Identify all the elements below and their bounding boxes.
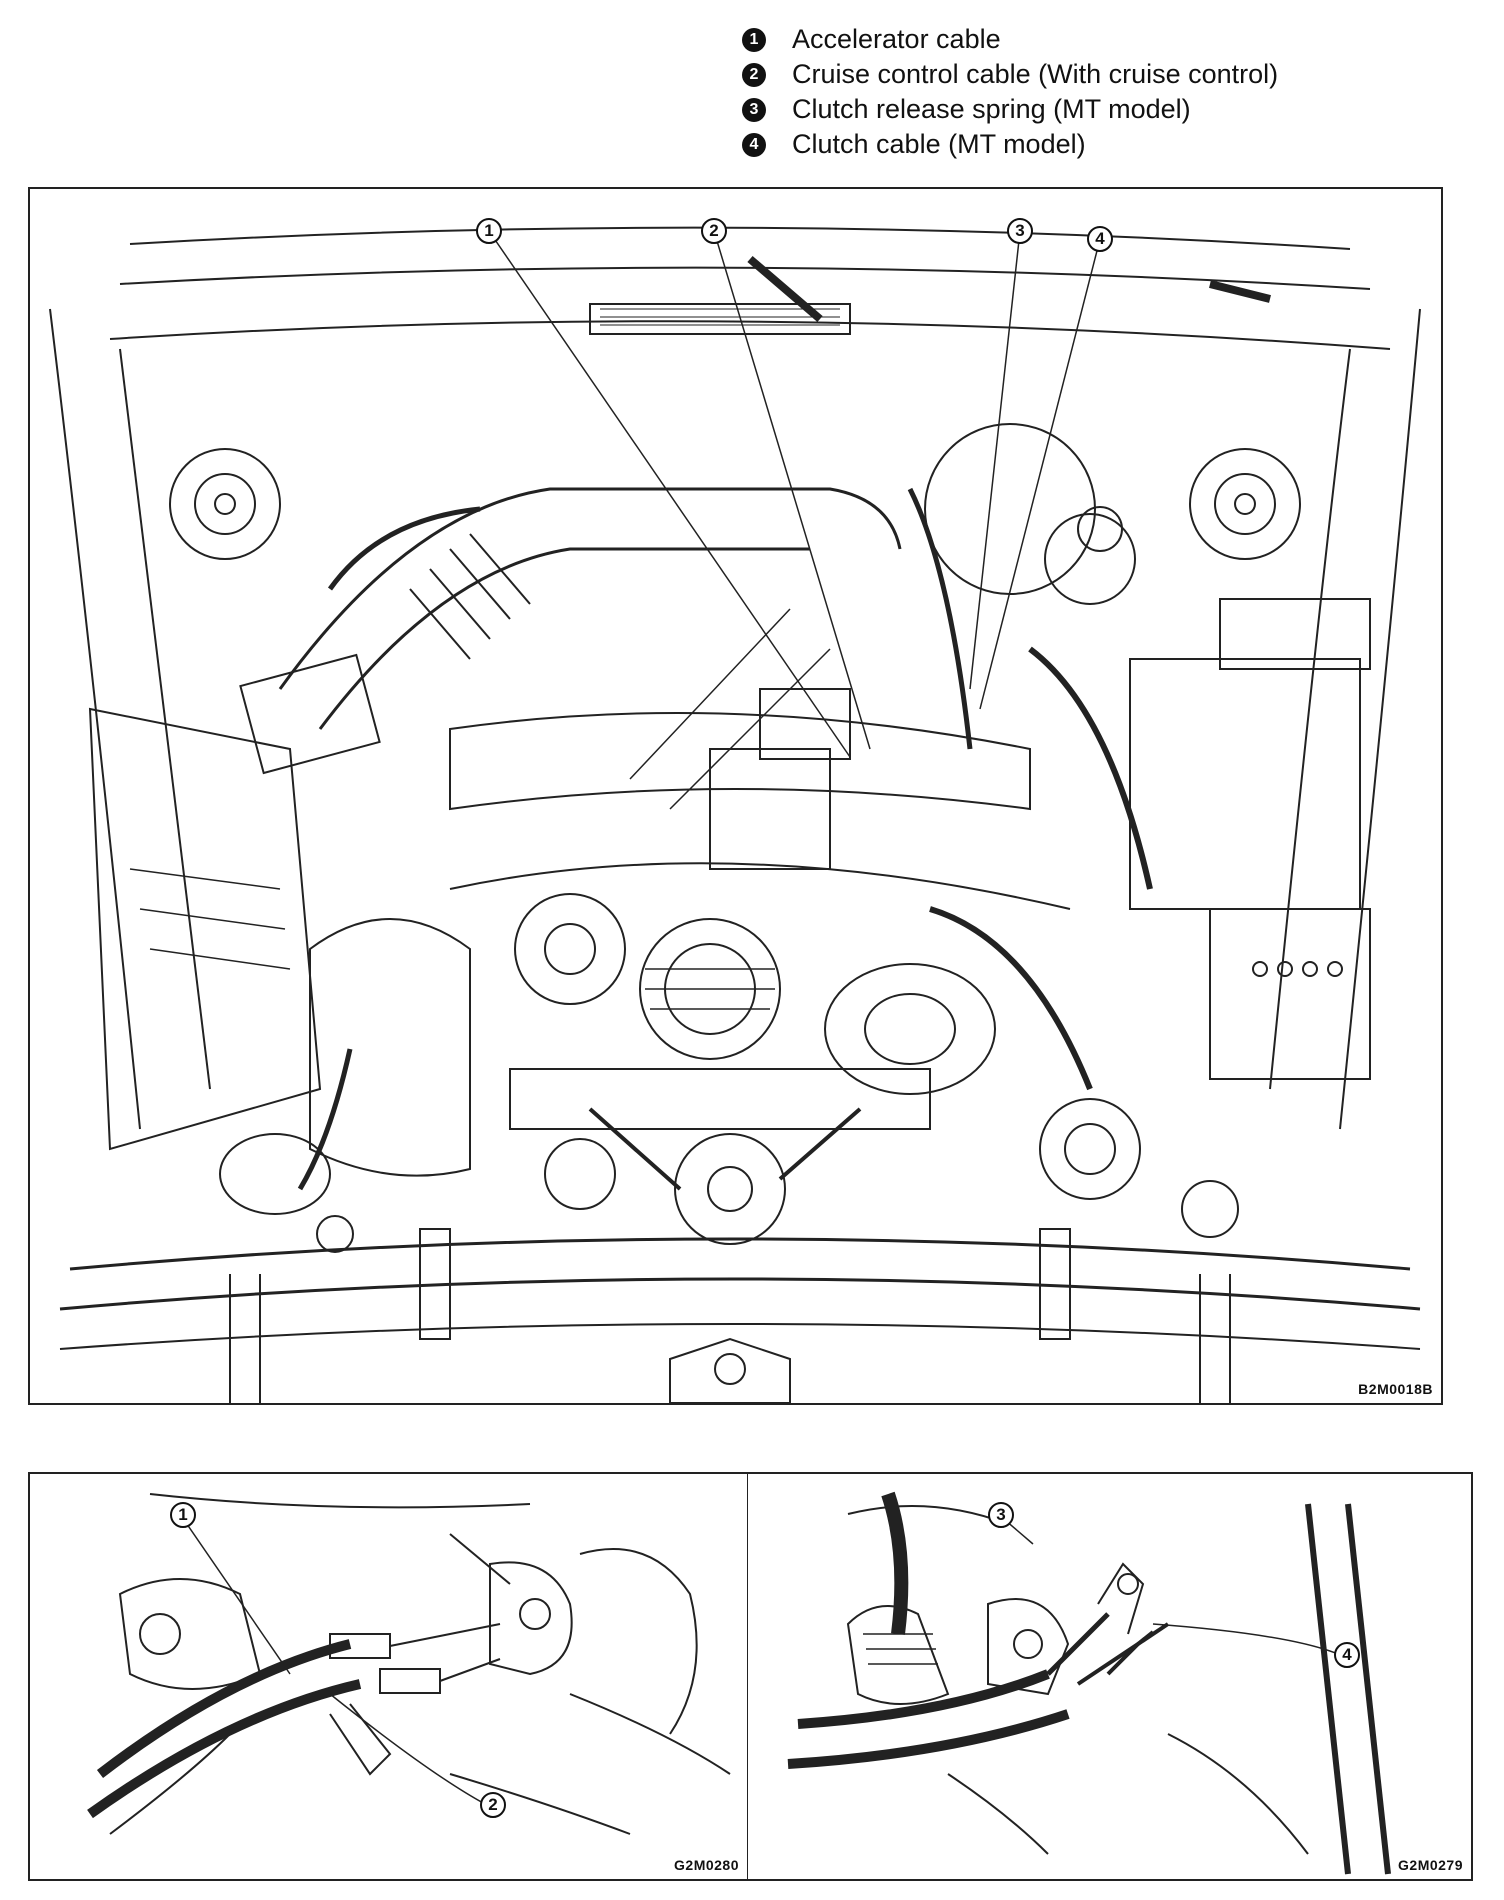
legend-item-1: 1 Accelerator cable xyxy=(742,22,1482,57)
callout-3: 3 xyxy=(1007,218,1033,244)
engine-compartment-figure: 1 2 3 4 B2M0018B xyxy=(28,187,1443,1405)
legend-number: 2 xyxy=(742,62,766,87)
legend-label: Clutch cable (MT model) xyxy=(792,129,1086,159)
detail-figure-accelerator-cruise: 1 2 G2M0280 xyxy=(28,1472,748,1881)
figure-code: G2M0280 xyxy=(674,1857,739,1873)
callout-4: 4 xyxy=(1334,1642,1360,1668)
detail-figure-clutch: 3 4 G2M0279 xyxy=(747,1472,1473,1881)
callout-1: 1 xyxy=(170,1502,196,1528)
legend-number: 1 xyxy=(742,27,766,52)
callout-3: 3 xyxy=(988,1502,1014,1528)
legend-number: 3 xyxy=(742,97,766,122)
legend-item-2: 2 Cruise control cable (With cruise cont… xyxy=(742,57,1482,92)
legend: 1 Accelerator cable 2 Cruise control cab… xyxy=(742,22,1482,162)
legend-label: Cruise control cable (With cruise contro… xyxy=(792,59,1279,89)
legend-label: Clutch release spring (MT model) xyxy=(792,94,1191,124)
engine-compartment-drawing xyxy=(49,226,1421,1403)
callout-4: 4 xyxy=(1087,226,1113,252)
callout-1: 1 xyxy=(476,218,502,244)
callout-2: 2 xyxy=(480,1792,506,1818)
legend-item-4: 4 Clutch cable (MT model) xyxy=(742,127,1482,162)
accelerator-cruise-detail-drawing xyxy=(87,1493,731,1835)
clutch-detail-drawing xyxy=(787,1491,1391,1875)
callout-2: 2 xyxy=(701,218,727,244)
legend-item-3: 3 Clutch release spring (MT model) xyxy=(742,92,1482,127)
legend-label: Accelerator cable xyxy=(792,24,1001,54)
figure-code: B2M0018B xyxy=(1358,1381,1433,1397)
figure-code: G2M0279 xyxy=(1398,1857,1463,1873)
legend-number: 4 xyxy=(742,132,766,157)
